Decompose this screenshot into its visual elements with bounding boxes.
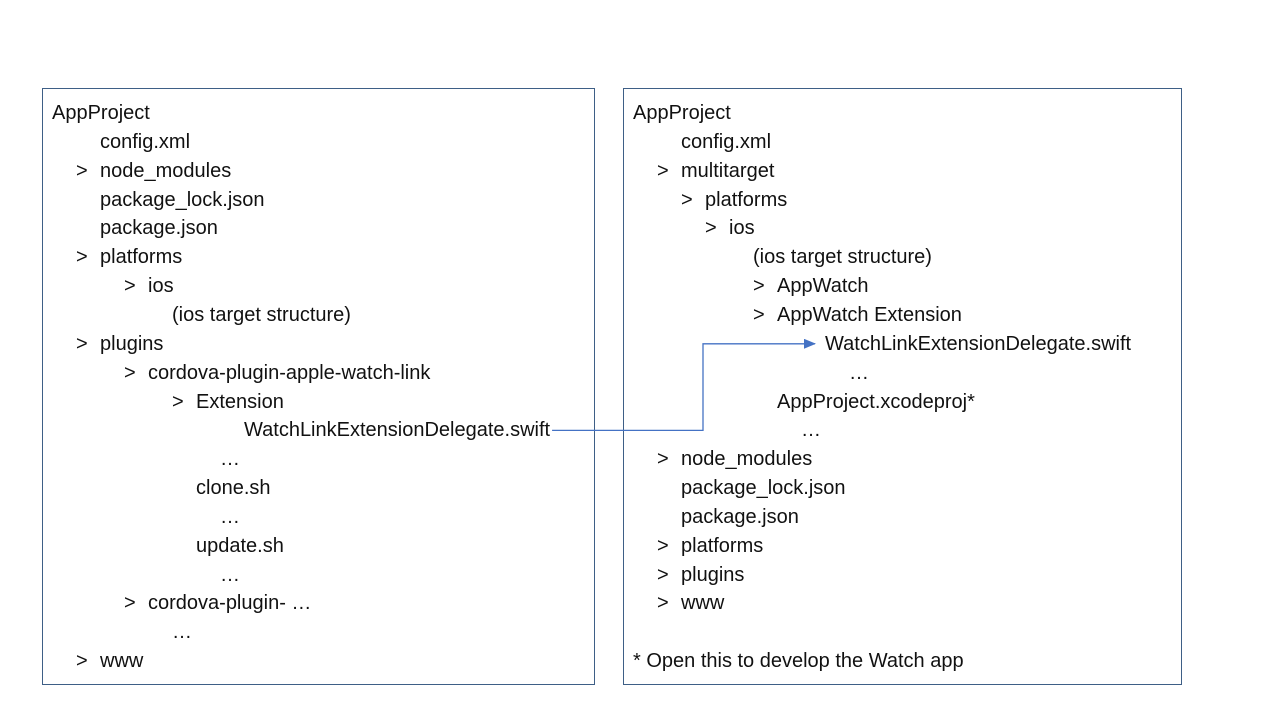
tree-item: (ios target structure) [172, 301, 351, 329]
source-file-swift: WatchLinkExtensionDelegate.swift [244, 416, 550, 444]
right-tree-panel: AppProject config.xml > multitarget > platfor… [623, 88, 1182, 685]
tree-item: > ios [705, 214, 755, 242]
expand-chevron-icon: > [657, 448, 669, 471]
tree-item: … [220, 445, 240, 473]
tree-item-label: (ios target structure) [753, 246, 932, 269]
tree-item-label: www [100, 650, 144, 673]
tree-item-label: * Open this to develop the Watch app [633, 650, 964, 673]
tree-item-label: node_modules [100, 159, 232, 182]
tree-item-label: multitarget [681, 159, 775, 182]
tree-item-label: … [220, 448, 240, 471]
tree-item: package_lock.json [681, 474, 846, 502]
tree-item: * Open this to develop the Watch app [633, 647, 964, 675]
tree-item-label: package_lock.json [681, 477, 846, 500]
tree-item-label: update.sh [196, 534, 284, 557]
tree-item: … [801, 416, 821, 444]
expand-chevron-icon: > [172, 390, 184, 413]
expand-chevron-icon: > [657, 534, 669, 557]
tree-item-label: node_modules [681, 448, 813, 471]
tree-item-label: … [220, 563, 240, 586]
expand-chevron-icon: > [76, 332, 88, 355]
tree-item: config.xml [681, 128, 771, 156]
tree-item: update.sh [196, 532, 284, 560]
expand-chevron-icon: > [76, 159, 88, 182]
tree-item: clone.sh [196, 474, 271, 502]
tree-item-label: Extension [196, 390, 284, 413]
tree-item-label: plugins [100, 332, 164, 355]
target-file-swift: WatchLinkExtensionDelegate.swift [825, 330, 1131, 358]
tree-item-label: … [220, 505, 240, 528]
tree-item-label: … [801, 419, 821, 442]
tree-item: > Extension [172, 388, 284, 416]
expand-chevron-icon: > [76, 246, 88, 269]
tree-item: > platforms [681, 186, 787, 214]
tree-item: > multitarget [657, 157, 774, 185]
tree-item-label: (ios target structure) [172, 303, 351, 326]
tree-item: … [849, 359, 869, 387]
tree-item: … [220, 503, 240, 531]
expand-chevron-icon: > [124, 592, 136, 615]
expand-chevron-icon: > [124, 275, 136, 298]
tree-item-label: AppProject [52, 102, 150, 124]
expand-chevron-icon: > [124, 361, 136, 384]
tree-item: > cordova-plugin-apple-watch-link [124, 359, 430, 387]
tree-item-label: ios [148, 275, 174, 298]
tree-item: AppProject [52, 99, 150, 127]
expand-chevron-icon: > [681, 188, 693, 211]
tree-item: > www [76, 647, 143, 675]
expand-chevron-icon: > [657, 592, 669, 615]
tree-item-label: clone.sh [196, 477, 271, 500]
tree-item: > platforms [76, 243, 182, 271]
expand-chevron-icon: > [76, 650, 88, 673]
tree-item-label: ios [729, 217, 755, 240]
tree-item-label: platforms [705, 188, 788, 211]
tree-item: … [172, 618, 192, 646]
expand-chevron-icon: > [705, 217, 717, 240]
expand-chevron-icon: > [657, 159, 669, 182]
tree-item-label: … [849, 361, 869, 384]
tree-item: > plugins [76, 330, 163, 358]
tree-item-label: plugins [681, 563, 745, 586]
tree-item: (ios target structure) [753, 243, 932, 271]
expand-chevron-icon: > [753, 303, 765, 326]
expand-chevron-icon: > [657, 563, 669, 586]
tree-item-label: cordova-plugin-apple-watch-link [148, 361, 431, 384]
tree-item-label: www [681, 592, 725, 615]
tree-item: AppProject [633, 99, 731, 127]
tree-item-label: AppProject [633, 102, 731, 124]
tree-item-label: package.json [100, 217, 218, 240]
tree-item: … [220, 561, 240, 589]
tree-item: > www [657, 589, 724, 617]
tree-item-label: platforms [100, 246, 183, 269]
tree-item-label: … [172, 621, 192, 644]
tree-item: > AppWatch [753, 272, 869, 300]
tree-item-label: WatchLinkExtensionDelegate.swift [825, 332, 1132, 355]
tree-item: package.json [681, 503, 799, 531]
tree-item: package.json [100, 214, 218, 242]
tree-item-label: config.xml [681, 130, 772, 153]
expand-chevron-icon: > [753, 275, 765, 298]
tree-item: > platforms [657, 532, 763, 560]
tree-item-label: package_lock.json [100, 188, 265, 211]
tree-item-label: config.xml [100, 130, 191, 153]
tree-item-label: AppWatch [777, 275, 869, 298]
tree-item: AppProject.xcodeproj* [777, 388, 975, 416]
tree-item-label: AppProject.xcodeproj* [777, 390, 975, 413]
tree-item: > node_modules [76, 157, 231, 185]
tree-item: > AppWatch Extension [753, 301, 962, 329]
tree-item-label: AppWatch Extension [777, 303, 962, 326]
tree-item: config.xml [100, 128, 190, 156]
tree-item: package_lock.json [100, 186, 265, 214]
tree-item: > ios [124, 272, 174, 300]
tree-item: > plugins [657, 561, 744, 589]
tree-item-label: package.json [681, 505, 799, 528]
tree-item-label: platforms [681, 534, 764, 557]
tree-item-label: cordova-plugin- … [148, 592, 312, 615]
tree-item: > cordova-plugin- … [124, 589, 311, 617]
tree-item: > node_modules [657, 445, 812, 473]
tree-item-label: WatchLinkExtensionDelegate.swift [244, 419, 551, 442]
